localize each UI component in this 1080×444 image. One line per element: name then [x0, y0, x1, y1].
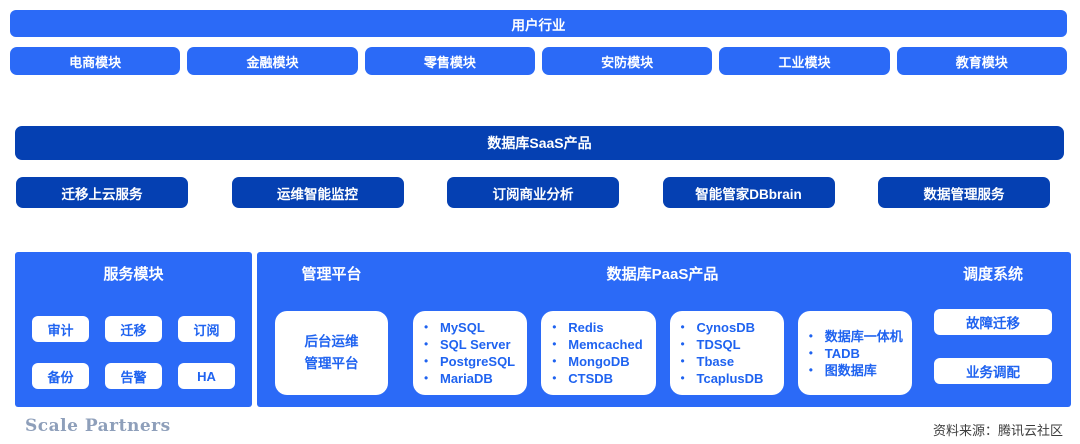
paas-box-relational: • MySQL • SQL Server • PostgreSQL • MariaDB — [413, 311, 528, 395]
saas-service-subscription-analysis: 订阅商业分析 — [447, 177, 619, 208]
list-item: • PostgreSQL — [424, 353, 523, 370]
bullet-icon: • — [808, 328, 813, 343]
db-product-label: Memcached — [568, 337, 643, 352]
paas-box-nosql: • Redis • Memcached • MongoDB • CTSDB — [541, 311, 656, 395]
list-item: • TDSQL — [681, 336, 780, 353]
industry-module-retail: 零售模块 — [364, 47, 535, 75]
paas-box-row: •MySQL •SQL Server •PostgreSQL •MariaDB … — [413, 311, 912, 395]
list-item: • SQL Server — [424, 336, 523, 353]
service-item-ha: HA — [178, 363, 235, 389]
industry-module-finance: 金融模块 — [187, 47, 358, 75]
db-product-label: MariaDB — [440, 371, 493, 386]
bullet-icon: • — [552, 371, 557, 385]
scheduling-title: 调度系统 — [962, 266, 1023, 283]
db-product-label: TDSQL — [696, 337, 741, 352]
bullet-icon: • — [808, 362, 813, 377]
saas-service-data-management: 数据管理服务 — [878, 177, 1050, 208]
scheduling-column: 调度系统 故障迁移 业务调配 — [934, 265, 1052, 407]
service-item-migration: 迁移 — [105, 316, 162, 342]
bullet-icon: • — [424, 320, 429, 334]
paas-column: 数据库PaaS产品 • MySQL • SQL Server • PostgreSQL… — [413, 265, 912, 407]
industry-module-security: 安防模块 — [541, 47, 713, 75]
bullet-icon: • — [424, 337, 429, 351]
service-module-title: 服务模块 — [103, 266, 164, 283]
list-item: • MySQL — [424, 319, 523, 336]
bullet-icon: • — [680, 371, 685, 385]
list-item: • Memcached — [552, 336, 651, 353]
brand-watermark: Scale Partners — [25, 416, 171, 436]
db-product-label: PostgreSQL — [440, 354, 516, 369]
db-product-label: MySQL — [440, 320, 485, 335]
backend-ops-line2: 管理平台 — [304, 356, 359, 371]
industry-module-ecommerce: 电商模块 — [10, 47, 181, 75]
list-item: • 数据库一体机 — [809, 328, 908, 345]
db-product-label: TcaplusDB — [696, 371, 764, 386]
paas-title: 数据库PaaS产品 — [606, 266, 719, 283]
platform-panel: 管理平台 后台运维 管理平台 数据库PaaS产品 • MySQL • SQL Ser… — [257, 252, 1071, 407]
db-product-label: Tbase — [696, 354, 735, 369]
scheduling-item-business-allocation: 业务调配 — [934, 358, 1052, 384]
db-product-label: CynosDB — [696, 320, 756, 335]
paas-box-distributed: • CynosDB • TDSQL • Tbase • TcaplusDB — [669, 311, 784, 395]
user-industry-bar: 用户行业 — [10, 10, 1067, 37]
db-product-label: SQL Server — [440, 337, 511, 352]
data-source-note: 资料来源：腾讯云社区 — [932, 423, 1063, 438]
industry-module-row: 电商模块 金融模块 零售模块 安防模块 工业模块 教育模块 — [10, 47, 1067, 75]
industry-module-education: 教育模块 — [896, 47, 1067, 75]
service-item-audit: 审计 — [32, 316, 89, 342]
service-item-subscription: 订阅 — [178, 316, 235, 342]
list-item: • TcaplusDB — [681, 370, 780, 387]
bullet-icon: • — [552, 337, 557, 351]
management-column: 管理平台 后台运维 管理平台 — [275, 265, 388, 407]
db-product-label: 数据库一体机 — [824, 328, 903, 344]
bullet-icon: • — [424, 354, 429, 368]
paas-box-appliance: • 数据库一体机 • TADB • 图数据库 — [797, 311, 912, 395]
service-module-panel: 服务模块 审计 迁移 订阅 备份 告警 HA — [15, 252, 252, 407]
bullet-icon: • — [808, 345, 813, 360]
list-item: • CTSDB — [552, 370, 651, 387]
management-title: 管理平台 — [301, 266, 362, 283]
service-module-grid: 审计 迁移 订阅 备份 告警 HA — [15, 316, 252, 389]
saas-service-ops-monitoring: 运维智能监控 — [231, 177, 404, 208]
list-item: • CynosDB — [681, 319, 780, 336]
list-item: • TADB — [809, 345, 908, 362]
bullet-icon: • — [552, 320, 557, 334]
list-item: • 图数据库 — [809, 362, 908, 379]
saas-service-cloud-migration: 迁移上云服务 — [16, 177, 188, 208]
scheduling-item-failover: 故障迁移 — [934, 309, 1052, 335]
service-item-backup: 备份 — [32, 363, 89, 389]
bottom-panels: 服务模块 审计 迁移 订阅 备份 告警 HA 管理平台 后台运维 管理平台 数据… — [15, 252, 1071, 407]
list-item: • Tbase — [681, 353, 780, 370]
db-product-label: MongoDB — [568, 354, 630, 369]
backend-ops-line1: 后台运维 — [304, 334, 359, 349]
bullet-icon: • — [680, 320, 685, 334]
saas-service-dbbrain: 智能管家DBbrain — [662, 177, 835, 208]
database-saas-bar: 数据库SaaS产品 — [15, 126, 1064, 160]
bullet-icon: • — [680, 354, 685, 368]
bullet-icon: • — [680, 337, 685, 351]
bullet-icon: • — [552, 354, 557, 368]
industry-module-industrial: 工业模块 — [719, 47, 890, 75]
saas-service-row: 迁移上云服务 运维智能监控 订阅商业分析 智能管家DBbrain 数据管理服务 — [16, 177, 1050, 208]
backend-ops-platform-box: 后台运维 管理平台 — [275, 311, 388, 395]
list-item: • MariaDB — [424, 370, 523, 387]
db-product-label: CTSDB — [568, 371, 614, 386]
db-product-label: TADB — [824, 345, 860, 361]
list-item: • Redis — [552, 319, 651, 336]
list-item: • MongoDB — [552, 353, 651, 370]
bullet-icon: • — [424, 371, 429, 385]
db-product-label: Redis — [568, 320, 604, 335]
db-product-label: 图数据库 — [824, 362, 877, 378]
service-item-alert: 告警 — [105, 363, 162, 389]
